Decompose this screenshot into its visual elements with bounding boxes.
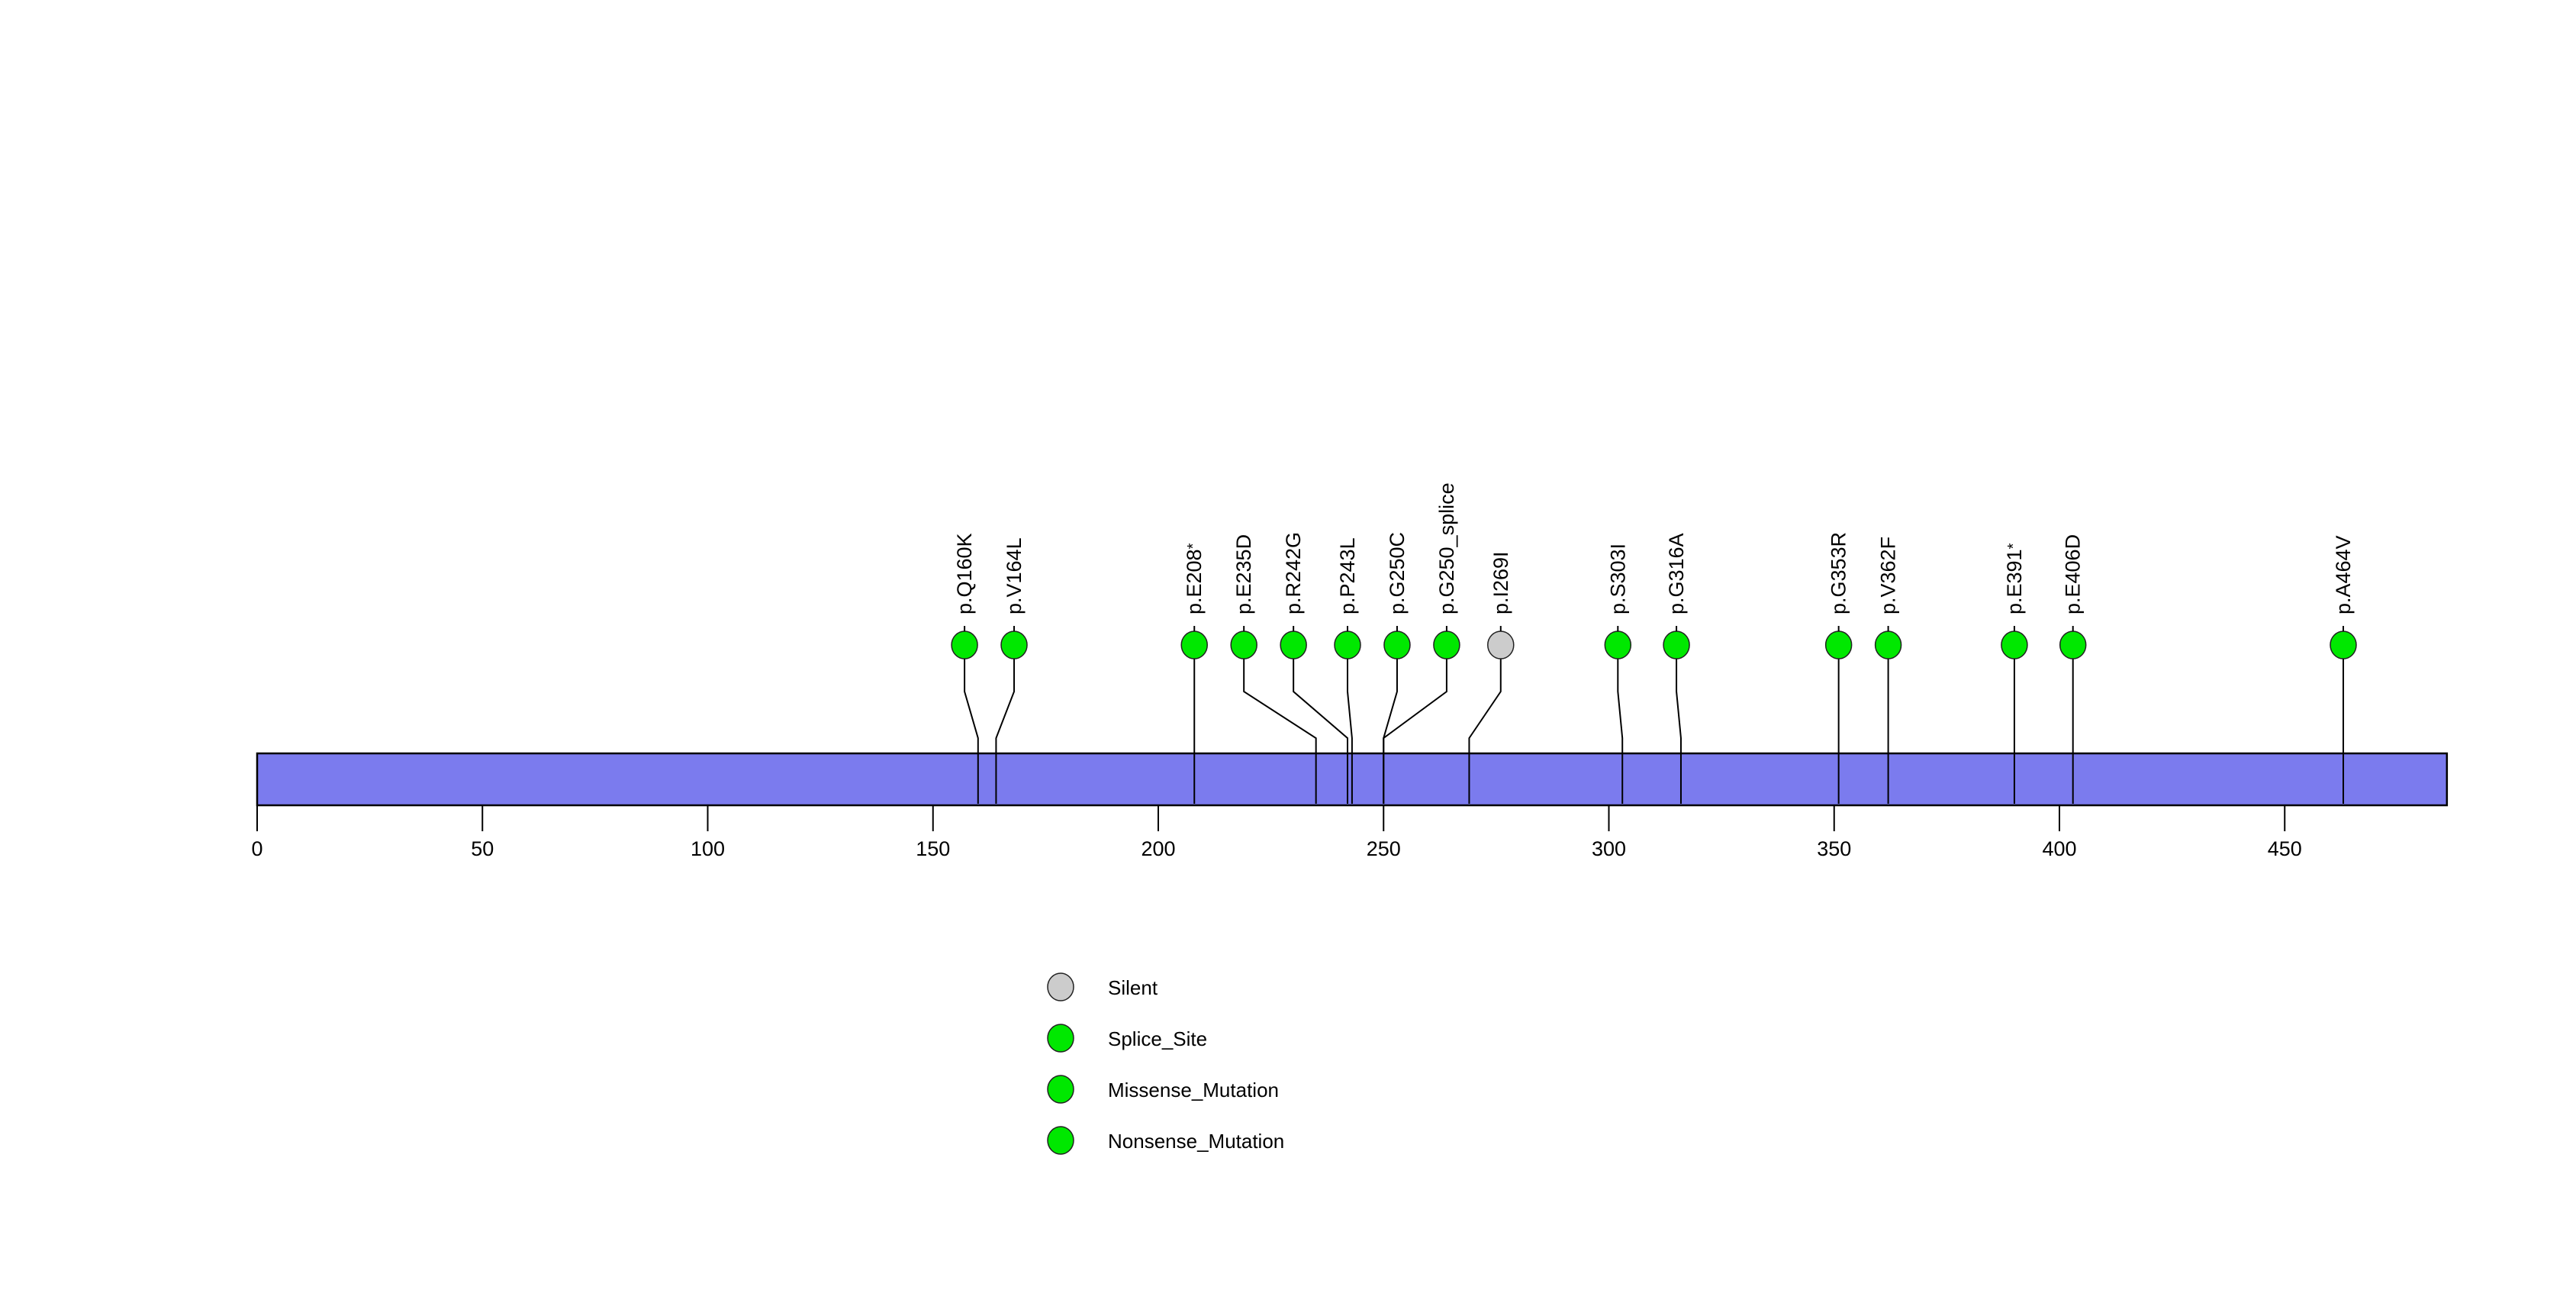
lollipop-stem [995,659,1016,804]
mutation-label: p.R242G [1282,532,1305,614]
lollipop-stem [1347,659,1353,804]
axis-tick-label: 250 [1367,837,1401,860]
lollipop-p_E235D[interactable]: p.E235D [1230,534,1317,804]
lollipop-stem [1617,659,1624,804]
lollipop-head[interactable] [1487,630,1515,660]
mutation-label: p.G316A [1665,533,1688,614]
mutation-label: p.E208* [1183,543,1206,614]
axis-tick-label: 350 [1817,837,1851,860]
legend-swatch[interactable] [1047,972,1074,1001]
lollipop-stem [1468,659,1502,804]
mutation-label: p.I269I [1489,551,1512,614]
axis-tick-label: 100 [691,837,725,860]
lollipop-head[interactable] [1230,630,1257,660]
lollipop-stem [1293,659,1349,804]
lollipop-head[interactable] [1604,630,1632,660]
lollipop-p_G250C[interactable]: p.G250C [1383,532,1411,804]
legend-swatch[interactable] [1047,1024,1074,1053]
lollipop-head[interactable] [2001,630,2028,660]
lollipop-p_S303I[interactable]: p.S303I [1604,543,1632,804]
legend-label: Splice_Site [1108,1027,1207,1050]
lollipop-stem [964,659,979,804]
mutation-label: p.G250_splice [1435,482,1458,614]
lollipop-head[interactable] [1824,630,1853,660]
mutation-label: p.V164L [1003,537,1026,614]
mutation-label: p.G250C [1386,532,1409,614]
axis-tick-label: 150 [916,837,950,860]
lollipop-p_I269I[interactable]: p.I269I [1468,551,1515,804]
axis-tick-label: 200 [1141,837,1175,860]
lollipop-p_R242G[interactable]: p.R242G [1280,532,1349,804]
axis-tick-label: 0 [251,837,262,860]
lollipop-head[interactable] [1874,630,1902,660]
lollipop-head[interactable] [2330,630,2357,660]
mutation-label: p.E235D [1232,534,1255,614]
lollipop-p_G250_splice[interactable]: p.G250_splice [1383,482,1460,804]
lollipop-p_V362F[interactable]: p.V362F [1874,537,1902,804]
mutation-label: p.V362F [1877,537,1900,614]
lollipop-p_P243L[interactable]: p.P243L [1334,537,1361,804]
legend-label: Nonsense_Mutation [1108,1130,1284,1153]
lollipop-p_G316A[interactable]: p.G316A [1663,533,1690,804]
legend: SilentSplice_SiteMissense_MutationNonsen… [1047,972,1284,1155]
lollipop-head[interactable] [2059,630,2087,660]
lollipop-head[interactable] [1383,630,1411,660]
lollipop-p_G353R[interactable]: p.G353R [1824,532,1853,804]
legend-swatch[interactable] [1047,1075,1074,1104]
x-axis: 0 50 100 150 200 250 300 350 400 450 [251,805,2302,860]
lollipop-head[interactable] [1433,630,1460,660]
lollipop-head[interactable] [1180,630,1208,660]
lollipop-head[interactable] [1280,630,1307,660]
mutation-label: p.P243L [1336,537,1359,614]
lollipop-p_A464V[interactable]: p.A464V [2330,535,2357,804]
mutation-label: p.E391* [2003,543,2026,614]
axis-tick-label: 50 [471,837,494,860]
axis-tick-label: 400 [2042,837,2076,860]
lollipop-p_V164L[interactable]: p.V164L [995,537,1028,804]
lollipop-p_E208_[interactable]: p.E208* [1180,543,1208,804]
mutation-label: p.G353R [1827,532,1850,614]
lollipop-p_E391_[interactable]: p.E391* [2001,543,2028,804]
lollipop-stem [1383,659,1447,804]
mutation-label: p.Q160K [953,533,976,614]
mutation-label: p.E406D [2062,534,2085,614]
lollipop-stem [1243,659,1317,804]
mutation-label: p.A464V [2332,535,2355,614]
axis-tick-label: 450 [2268,837,2302,860]
lollipop-p_Q160K[interactable]: p.Q160K [951,533,979,804]
axis-tick-label: 300 [1592,837,1626,860]
legend-label: Missense_Mutation [1108,1079,1279,1101]
lollipop-stem [1676,659,1682,804]
mutation-label: p.S303I [1606,543,1629,614]
lollipop-head[interactable] [951,630,978,660]
legend-label: Silent [1108,976,1158,999]
legend-swatch[interactable] [1047,1126,1074,1155]
lollipop-head[interactable] [1334,630,1361,660]
lollipop-head[interactable] [1000,630,1028,660]
lollipop-p_E406D[interactable]: p.E406D [2059,534,2087,804]
lollipop-head[interactable] [1663,630,1690,660]
